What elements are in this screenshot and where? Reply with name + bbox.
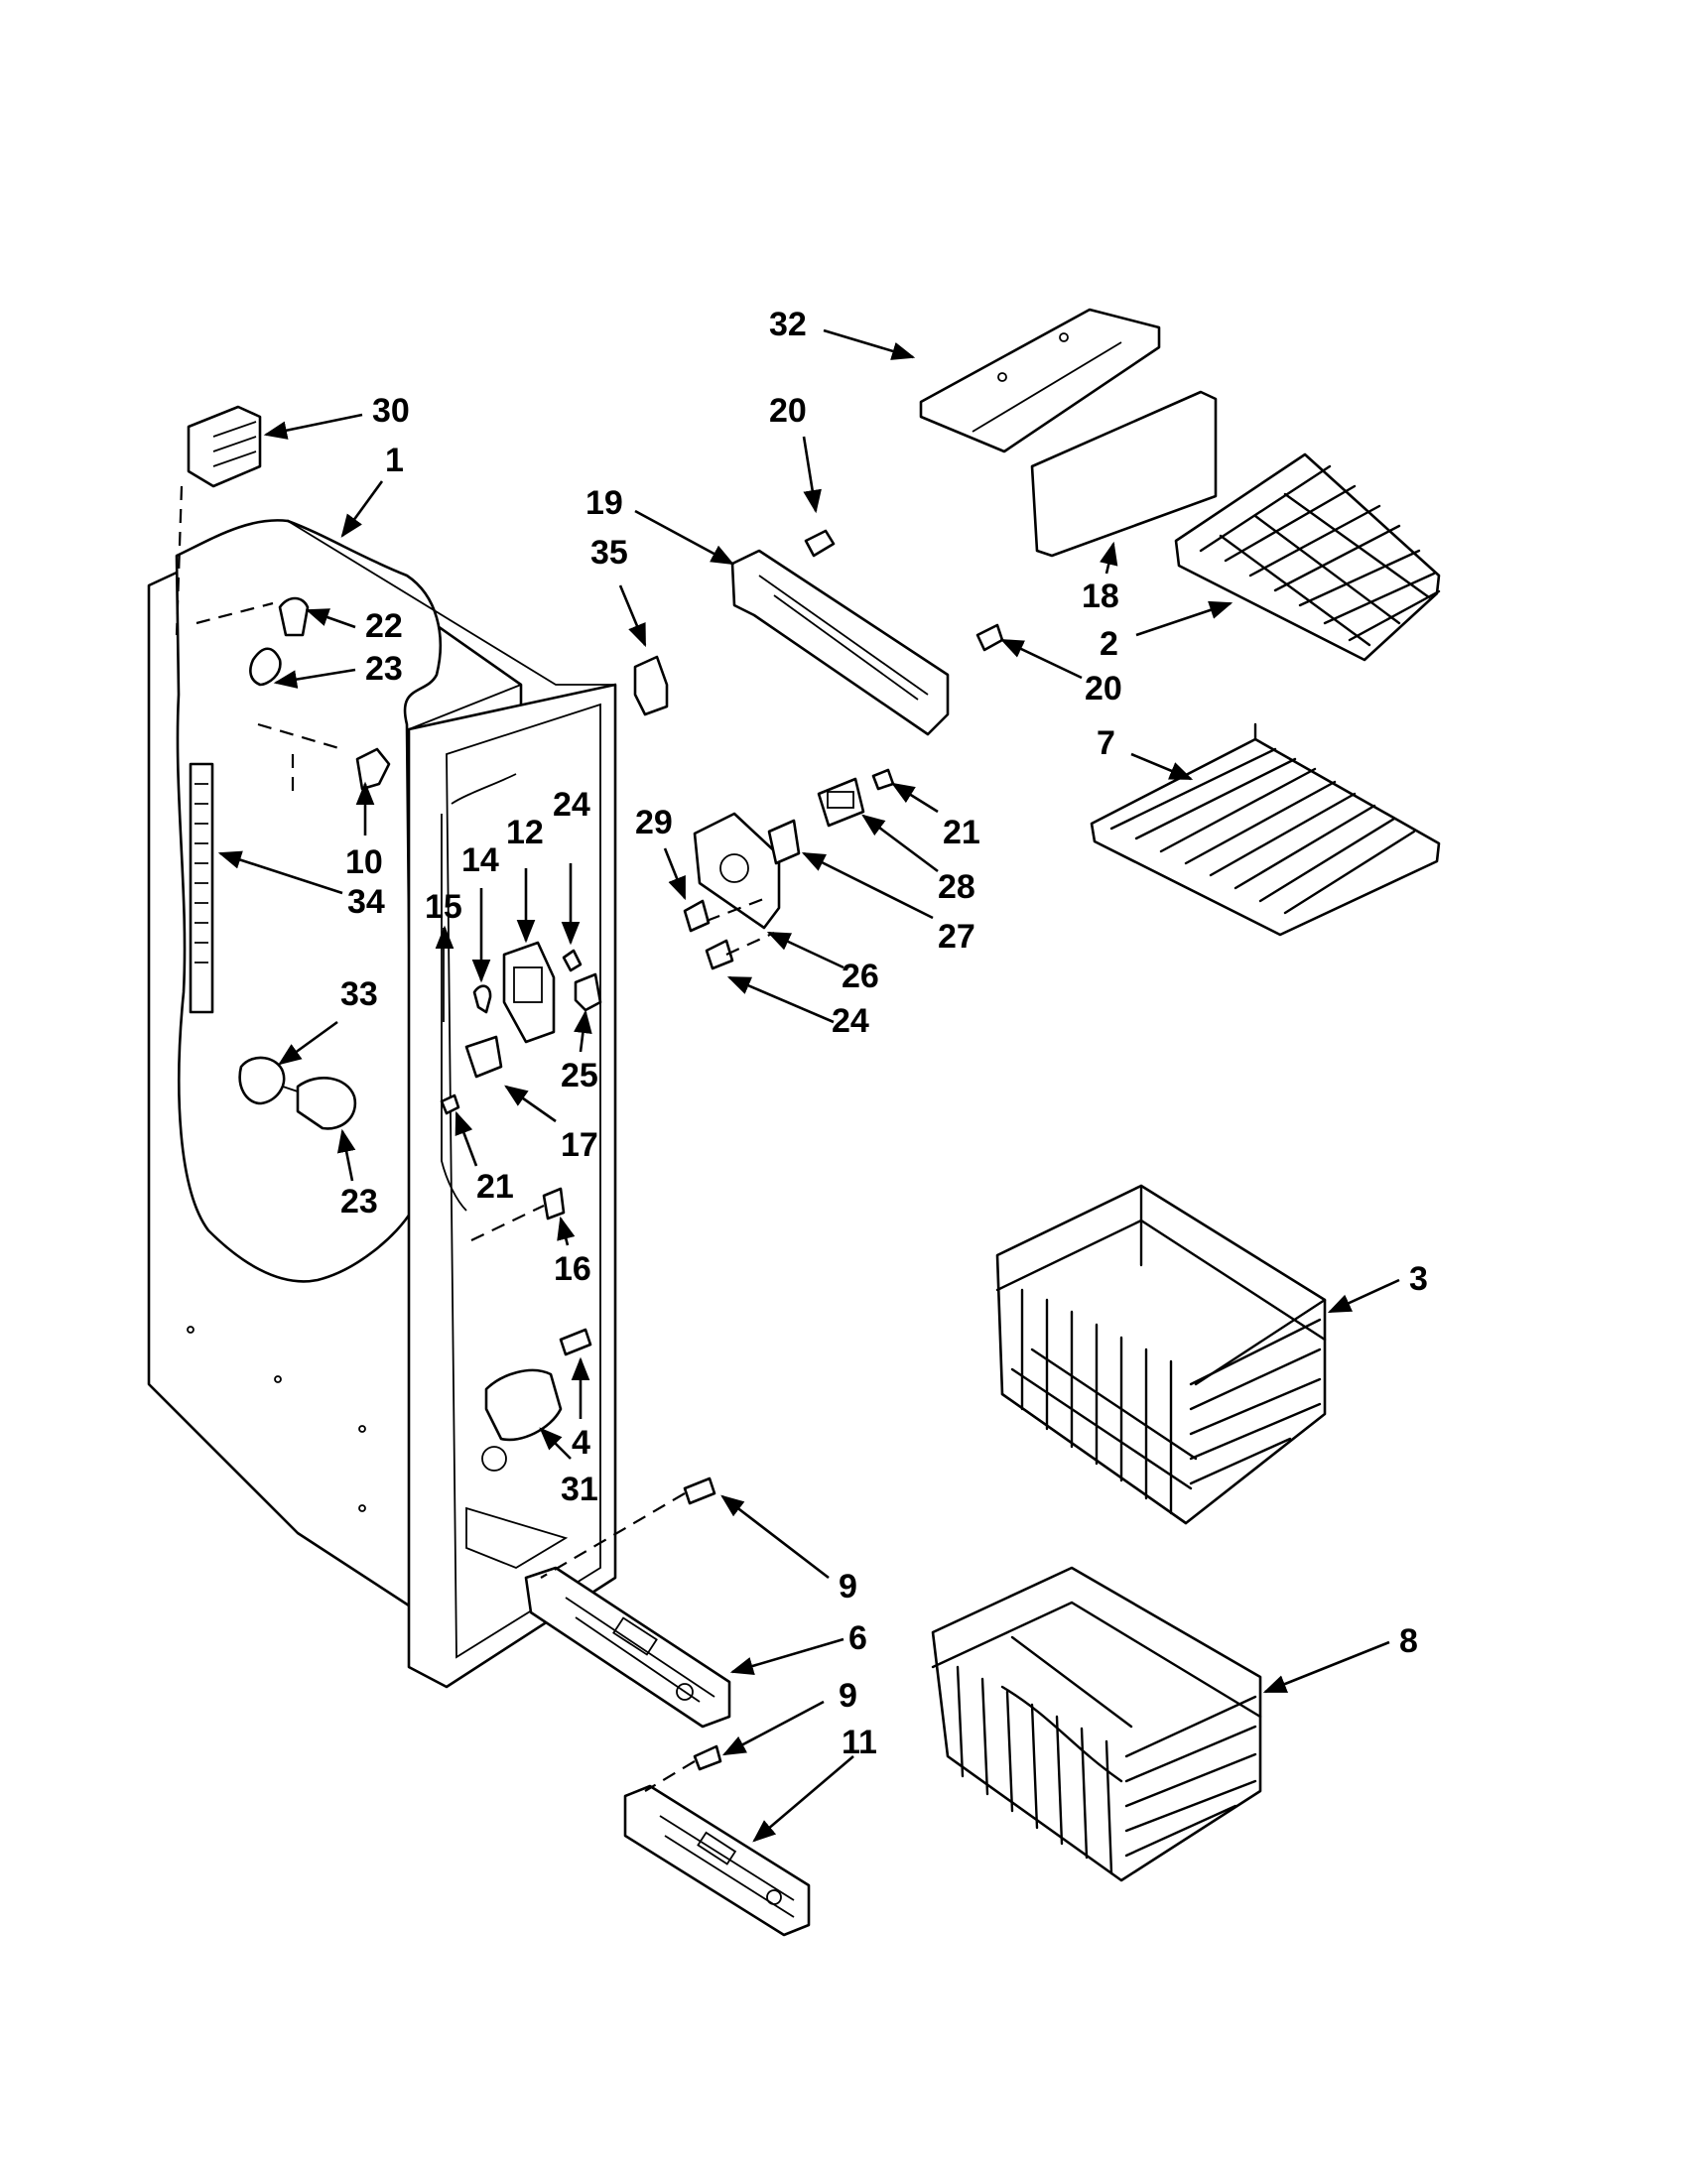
- callout-8: 8: [1399, 1622, 1418, 1660]
- callout-21: 21: [943, 814, 980, 851]
- callout-32: 32: [769, 306, 807, 343]
- control-components-front: [440, 928, 602, 1472]
- callout-15: 15: [425, 888, 462, 926]
- part-32-hinge: [919, 308, 1161, 453]
- callout-23: 23: [340, 1183, 378, 1220]
- callout-21: 21: [476, 1168, 514, 1206]
- callout-31: 31: [561, 1471, 598, 1508]
- part-19-light-housing: [730, 529, 1004, 736]
- part-11-toe-grille: [623, 1744, 811, 1937]
- callout-20: 20: [769, 392, 807, 430]
- callout-2: 2: [1100, 625, 1118, 663]
- callout-27: 27: [938, 918, 975, 956]
- part-8-wire-basket: [931, 1566, 1262, 1882]
- control-housing: [683, 768, 895, 970]
- callout-12: 12: [506, 814, 544, 851]
- part-30-clip: [175, 405, 262, 636]
- part-2-wire-shelf: [1174, 452, 1441, 662]
- callout-28: 28: [938, 868, 975, 906]
- callout-6: 6: [848, 1619, 867, 1657]
- callout-23: 23: [365, 650, 403, 688]
- callout-7: 7: [1097, 724, 1115, 762]
- part-3-wire-basket: [995, 1184, 1327, 1525]
- callout-35: 35: [590, 534, 628, 572]
- callout-22: 22: [365, 607, 403, 645]
- callout-9: 9: [839, 1677, 857, 1715]
- part-6-toe-grille: [524, 1477, 731, 1729]
- callout-1: 1: [385, 442, 404, 479]
- callout-labels: 30 1 22 23 10 34 33 23 15 14 12 24 25 17…: [340, 306, 1428, 1761]
- callout-24: 24: [832, 1002, 869, 1040]
- callout-19: 19: [585, 484, 623, 522]
- part-7-wire-shelf: [1090, 722, 1441, 937]
- callout-30: 30: [372, 392, 410, 430]
- callout-16: 16: [554, 1250, 591, 1288]
- callout-17: 17: [561, 1126, 598, 1164]
- part-22-lamp-socket: [195, 596, 391, 794]
- callout-26: 26: [842, 958, 879, 995]
- callout-24: 24: [553, 786, 590, 824]
- callout-11: 11: [842, 1724, 877, 1761]
- leader-lines: [217, 328, 1400, 1843]
- callout-29: 29: [635, 804, 673, 841]
- part-18-lens: [1030, 390, 1218, 558]
- cabinet-liner: [147, 519, 617, 1689]
- part-33-socket: [238, 1056, 357, 1130]
- callout-25: 25: [561, 1057, 598, 1094]
- callout-4: 4: [572, 1424, 590, 1462]
- callout-20: 20: [1085, 670, 1122, 707]
- callout-10: 10: [345, 843, 383, 881]
- callout-33: 33: [340, 975, 378, 1013]
- callout-34: 34: [347, 883, 385, 921]
- callout-3: 3: [1409, 1260, 1428, 1298]
- callout-18: 18: [1082, 578, 1119, 615]
- callout-14: 14: [461, 841, 499, 879]
- callout-9: 9: [839, 1568, 857, 1606]
- part-35-bracket: [633, 655, 669, 716]
